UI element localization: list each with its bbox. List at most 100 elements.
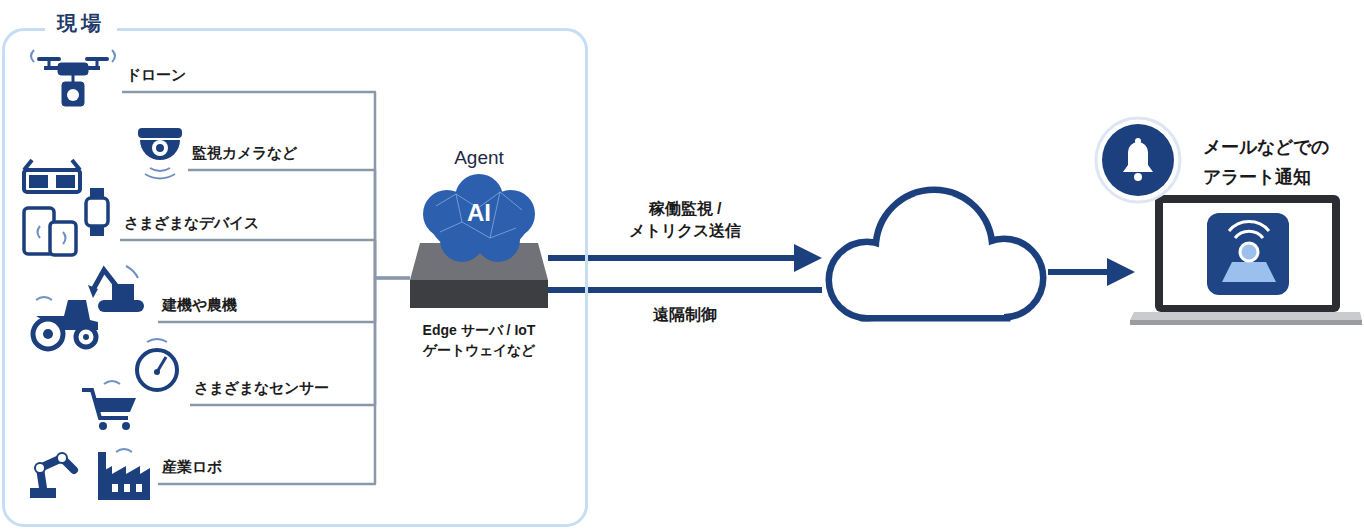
robot-icons bbox=[35, 463, 45, 473]
machine-icons bbox=[98, 300, 144, 312]
device-label: 建機や農機 bbox=[158, 295, 241, 322]
sensor-icons bbox=[122, 422, 130, 430]
drone-icon bbox=[85, 57, 109, 61]
machine-icons bbox=[33, 266, 144, 349]
drone-icon bbox=[48, 61, 51, 68]
agent-label: Agent bbox=[410, 146, 548, 170]
device-item: 建機や農機 bbox=[158, 295, 241, 322]
gateway-label: Edge サーバ / IoT ゲートウェイなど bbox=[404, 320, 554, 360]
alert-label: メールなどでの アラート通知 bbox=[1203, 132, 1343, 192]
machine-icons bbox=[83, 334, 89, 340]
cloud-shape bbox=[867, 275, 1004, 315]
robot-icons bbox=[57, 453, 67, 463]
machine-icons bbox=[76, 327, 96, 347]
drone-icon bbox=[96, 61, 99, 68]
device-label: さまざまなセンサー bbox=[190, 378, 333, 405]
device-icons bbox=[38, 226, 41, 238]
drone-icon bbox=[37, 57, 61, 61]
sensor-icons bbox=[137, 350, 177, 390]
region-title: 現場 bbox=[45, 10, 117, 36]
laptop bbox=[1130, 320, 1362, 325]
device-icons bbox=[63, 232, 66, 244]
device-item: 産業ロボ bbox=[158, 457, 226, 484]
sensor-icons bbox=[154, 369, 160, 375]
app-icon bbox=[1235, 231, 1263, 238]
drone-icon bbox=[31, 50, 115, 106]
robot-icons bbox=[136, 484, 142, 492]
sensor-icons bbox=[95, 398, 136, 412]
cloud bbox=[822, 180, 1048, 330]
device-label: ドローン bbox=[122, 65, 190, 92]
device-icons bbox=[86, 198, 108, 226]
edge-server: AgentAIEdge サーバ / IoT ゲートウェイなど bbox=[410, 150, 548, 365]
robot-icons bbox=[98, 466, 150, 500]
device-icons bbox=[50, 222, 76, 255]
app-icon bbox=[1207, 213, 1289, 295]
machine-icons bbox=[126, 266, 138, 278]
device-wire bbox=[158, 278, 410, 484]
drone-icon bbox=[31, 50, 34, 62]
device-wire bbox=[122, 92, 410, 278]
bell-icon bbox=[1096, 118, 1180, 202]
alert-laptop: メールなどでの アラート通知 bbox=[1135, 128, 1361, 328]
machine-icons bbox=[43, 329, 53, 339]
device-label: さまざまなデバイス bbox=[120, 213, 263, 240]
bell-icon bbox=[1096, 118, 1180, 202]
device-label: 産業ロボ bbox=[158, 457, 226, 484]
device-icons bbox=[24, 160, 108, 255]
app-icon bbox=[1207, 213, 1289, 295]
laptop bbox=[1130, 312, 1362, 320]
cloud-shape bbox=[822, 180, 1048, 330]
device-item: 監視カメラなど bbox=[188, 143, 301, 170]
device-icons bbox=[24, 160, 32, 170]
robot-icons bbox=[116, 449, 132, 452]
site-region: 現場ドローン監視カメラなどさまざまなデバイス建機や農機さまざまなセンサー産業ロボ bbox=[2, 28, 588, 527]
robot-icons bbox=[30, 449, 150, 500]
drone-icon bbox=[62, 82, 84, 106]
data-arrow bbox=[548, 287, 822, 293]
camera-icon bbox=[138, 128, 182, 138]
sensor-icons bbox=[104, 381, 120, 384]
edge-server-box bbox=[410, 280, 548, 308]
drone-icon bbox=[72, 75, 75, 82]
robot-icons bbox=[40, 458, 74, 488]
robot-icons bbox=[124, 484, 130, 492]
app-icon bbox=[1222, 262, 1276, 282]
device-icons bbox=[24, 170, 80, 192]
device-icons bbox=[72, 160, 80, 170]
device-wire bbox=[158, 278, 410, 322]
device-item: さまざまなセンサー bbox=[190, 378, 333, 405]
camera-icon bbox=[140, 140, 180, 160]
device-item: ドローン bbox=[122, 65, 190, 92]
machine-icons bbox=[88, 285, 98, 298]
laptop bbox=[1155, 195, 1340, 312]
bell-icon bbox=[1135, 138, 1141, 144]
device-wire bbox=[120, 240, 410, 278]
camera-icon bbox=[152, 140, 168, 156]
data-arrow bbox=[1048, 269, 1115, 275]
drone-icon bbox=[112, 50, 115, 62]
robot-icons bbox=[112, 484, 118, 492]
camera-icon bbox=[150, 168, 170, 171]
machine-icons bbox=[33, 319, 63, 349]
device-icons bbox=[29, 175, 48, 188]
drone-icon bbox=[58, 63, 88, 75]
camera-icon bbox=[138, 128, 182, 179]
edge-label: 遠隔制御 bbox=[620, 304, 750, 326]
device-icons bbox=[56, 175, 75, 188]
ai-label: AI bbox=[410, 200, 548, 226]
app-icon bbox=[1229, 222, 1269, 231]
sensor-icons bbox=[99, 422, 107, 430]
bell-icon bbox=[1134, 173, 1142, 181]
camera-icon bbox=[156, 144, 164, 152]
cloud-shape bbox=[867, 275, 1004, 315]
drone-icon bbox=[67, 89, 79, 101]
machine-icons bbox=[94, 270, 118, 288]
machine-icons bbox=[36, 297, 52, 300]
bell-icon bbox=[1123, 142, 1153, 172]
sensor-icons bbox=[147, 339, 167, 342]
device-label: 監視カメラなど bbox=[188, 143, 301, 170]
